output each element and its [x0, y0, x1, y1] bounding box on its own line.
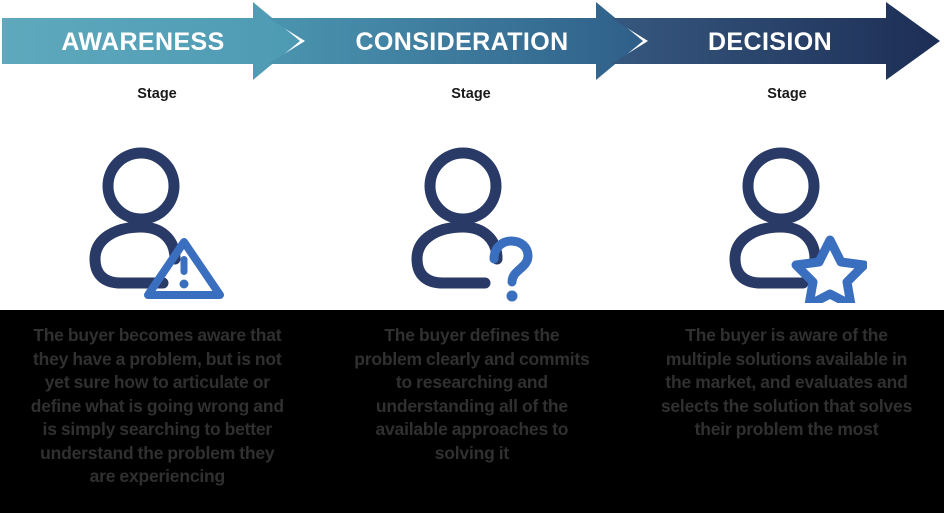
description-text-decision: The buyer is aware of the multiple solut…	[660, 325, 913, 439]
description-cell-decision: The buyer is aware of the multiple solut…	[629, 310, 944, 513]
description-text-consideration: The buyer defines the problem clearly an…	[354, 325, 590, 463]
stage-arrow-consideration[interactable]: CONSIDERATION	[268, 2, 643, 80]
star-icon	[791, 235, 867, 303]
person-glyph	[89, 147, 181, 288]
stage-arrow-decision-label: DECISION	[708, 28, 832, 56]
description-cell-consideration: The buyer defines the problem clearly an…	[315, 310, 630, 513]
stage-arrow-consideration-label: CONSIDERATION	[355, 28, 568, 56]
stage-description-zone: The buyer becomes aware that they have a…	[0, 310, 944, 513]
person-warning-icon	[89, 147, 224, 299]
question-mark-icon	[489, 236, 533, 301]
persona-icon-row	[0, 135, 944, 310]
stage-arrow-awareness[interactable]: AWARENESS	[2, 2, 300, 80]
description-cell-awareness: The buyer becomes aware that they have a…	[0, 310, 315, 513]
person-glyph	[411, 147, 503, 288]
persona-cell-awareness	[0, 135, 322, 310]
stage-caption-decision: Stage	[767, 86, 807, 102]
person-question-icon	[411, 147, 533, 301]
stage-arrow-decision[interactable]: DECISION	[611, 2, 940, 80]
warning-triangle-icon	[144, 237, 224, 299]
person-glyph	[729, 147, 821, 288]
stage-caption-awareness: Stage	[137, 86, 177, 102]
warning-exclamation-icon	[179, 255, 189, 288]
stage-caption-consideration: Stage	[451, 86, 491, 102]
description-text-awareness: The buyer becomes aware that they have a…	[30, 325, 284, 486]
stage-arrow-banner: AWARENESS CONSIDERATION DECISION	[0, 0, 944, 85]
person-star-icon	[729, 147, 867, 303]
persona-cell-decision	[632, 135, 944, 310]
persona-cell-consideration	[322, 135, 632, 310]
stage-arrow-awareness-label: AWARENESS	[61, 28, 224, 56]
